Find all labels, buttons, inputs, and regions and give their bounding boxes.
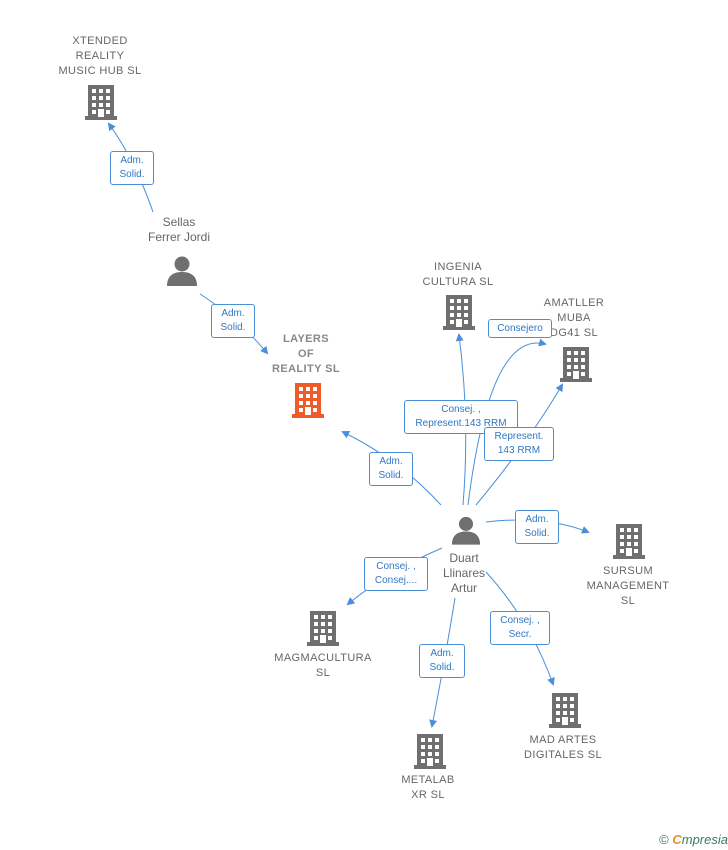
edge-label-duart-sursum[interactable]: Adm. Solid. xyxy=(515,510,559,544)
node-magmacultura[interactable]: MAGMACULTURA SL xyxy=(253,651,393,681)
edge-label-duart-metalab[interactable]: Adm. Solid. xyxy=(419,644,465,678)
edge-label-duart-amatller-represent[interactable]: Represent. 143 RRM xyxy=(484,427,554,461)
building-icon[interactable] xyxy=(414,734,446,769)
person-icon[interactable] xyxy=(451,516,481,545)
node-label: METALAB XR SL xyxy=(401,774,455,801)
node-amatller-muba-dg41[interactable]: AMATLLER MUBA DG41 SL xyxy=(514,296,634,341)
edge-label-duart-amatller-consejero[interactable]: Consejero xyxy=(488,319,552,338)
node-layers-of-reality[interactable]: LAYERS OF REALITY SL xyxy=(246,332,366,377)
building-icon[interactable] xyxy=(549,693,581,728)
building-icon[interactable] xyxy=(443,295,475,330)
edge-label-duart-magmacultura[interactable]: Consej. , Consej.... xyxy=(364,557,428,591)
edge-label-sellas-layers[interactable]: Adm. Solid. xyxy=(211,304,255,338)
node-label: MAGMACULTURA SL xyxy=(274,652,372,679)
building-icon[interactable] xyxy=(85,85,117,120)
node-label: Sellas Ferrer Jordi xyxy=(147,215,210,244)
edge-label-duart-madartes[interactable]: Consej. , Secr. xyxy=(490,611,550,645)
node-label: XTENDED REALITY MUSIC HUB SL xyxy=(58,35,142,77)
building-icon[interactable] xyxy=(560,347,592,382)
copyright-symbol: © xyxy=(659,832,669,847)
logo-text: mpresia xyxy=(681,832,728,847)
node-sellas-ferrer-jordi[interactable]: Sellas Ferrer Jordi xyxy=(119,215,239,245)
node-ingenia-cultura[interactable]: INGENIA CULTURA SL xyxy=(398,260,518,290)
node-label: INGENIA CULTURA SL xyxy=(422,261,494,288)
logo-letter: C xyxy=(672,832,682,847)
node-label: SURSUM MANAGEMENT SL xyxy=(586,565,670,607)
person-icon[interactable] xyxy=(167,256,197,287)
edge-duart-amatller-consejero xyxy=(467,338,547,506)
node-label: MAD ARTES DIGITALES SL xyxy=(524,734,602,761)
node-xtended-reality-music-hub[interactable]: XTENDED REALITY MUSIC HUB SL xyxy=(40,34,160,79)
node-sursum-management[interactable]: SURSUM MANAGEMENT SL xyxy=(568,564,688,609)
edge-label-duart-layers[interactable]: Adm. Solid. xyxy=(369,452,413,486)
building-icon[interactable] xyxy=(307,611,339,646)
node-label: AMATLLER MUBA DG41 SL xyxy=(543,297,605,339)
node-metalab-xr[interactable]: METALAB XR SL xyxy=(368,773,488,803)
node-label: LAYERS OF REALITY SL xyxy=(272,333,340,375)
node-label: Duart Llinares Artur xyxy=(442,551,486,595)
building-icon[interactable] xyxy=(613,524,645,559)
edge-label-sellas-xtended[interactable]: Adm. Solid. xyxy=(110,151,154,185)
node-mad-artes-digitales[interactable]: MAD ARTES DIGITALES SL xyxy=(498,733,628,763)
building-icon[interactable] xyxy=(292,383,324,418)
node-duart-llinares-artur[interactable]: Duart Llinares Artur xyxy=(404,551,524,596)
empresia-logo: © Cmpresia xyxy=(659,832,728,847)
